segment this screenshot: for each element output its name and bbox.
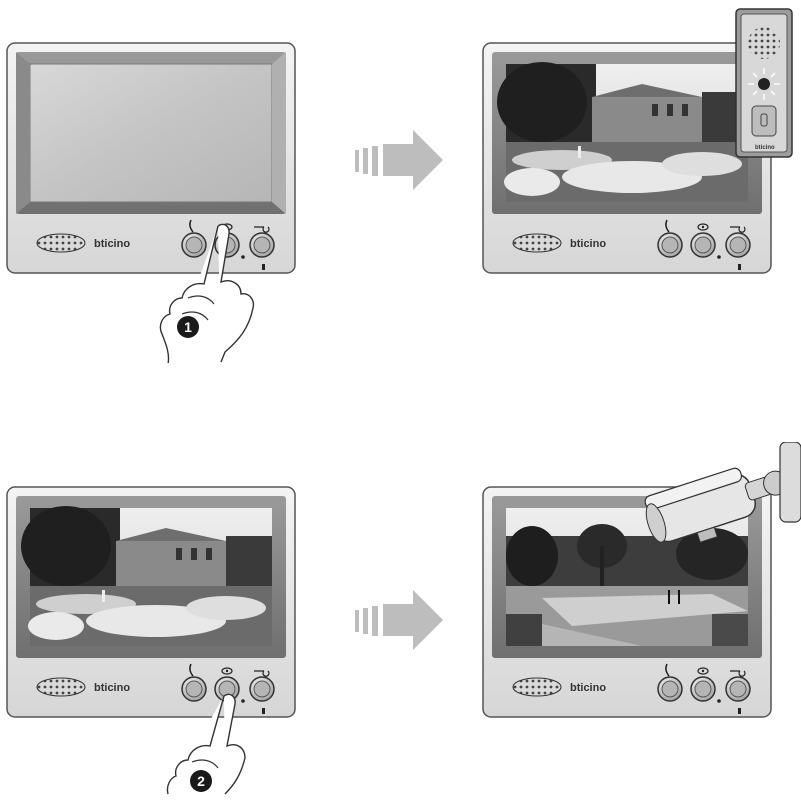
speaker-grille <box>37 678 85 696</box>
monitor-entrance-view-cycle: bticino <box>6 486 296 718</box>
speaker-grille <box>513 234 561 252</box>
microphone-slot <box>738 708 741 714</box>
wall-plate <box>780 442 801 522</box>
microphone-slot <box>262 708 265 714</box>
brand-logo: bticino <box>94 682 130 694</box>
brand-logo: bticino <box>94 238 130 250</box>
camera-cycle-button[interactable] <box>691 677 715 701</box>
hand-pointer-icon <box>148 218 258 363</box>
screen-entrance-image <box>497 62 748 202</box>
microphone-slot <box>738 264 741 270</box>
panel-brand-logo: bticino <box>755 145 775 151</box>
handset-button[interactable] <box>658 677 682 701</box>
speaker-grille <box>513 678 561 696</box>
door-lock-button[interactable] <box>250 677 274 701</box>
step-number-badge: 1 <box>177 316 199 338</box>
led-indicator <box>717 255 721 259</box>
microphone-slot <box>262 264 265 270</box>
flow-arrow <box>355 130 445 190</box>
door-lock-button[interactable] <box>726 233 750 257</box>
brand-logo: bticino <box>570 238 606 250</box>
flow-arrow <box>355 590 445 650</box>
cctv-camera <box>630 442 801 572</box>
monitor-entrance-view: bticino <box>482 42 772 274</box>
panel-camera-lens <box>758 78 770 90</box>
panel-call-button[interactable] <box>752 106 776 136</box>
handset-button[interactable] <box>658 233 682 257</box>
door-lock-button[interactable] <box>726 677 750 701</box>
speaker-grille <box>37 234 85 252</box>
screen-entrance-image <box>21 506 272 646</box>
screen-blank <box>30 64 272 202</box>
door-entry-panel: bticino <box>735 8 793 158</box>
camera-cycle-button[interactable] <box>691 233 715 257</box>
panel-speaker-grille <box>748 27 780 59</box>
brand-logo: bticino <box>570 682 606 694</box>
led-indicator <box>717 699 721 703</box>
step-number-badge: 2 <box>190 770 212 792</box>
